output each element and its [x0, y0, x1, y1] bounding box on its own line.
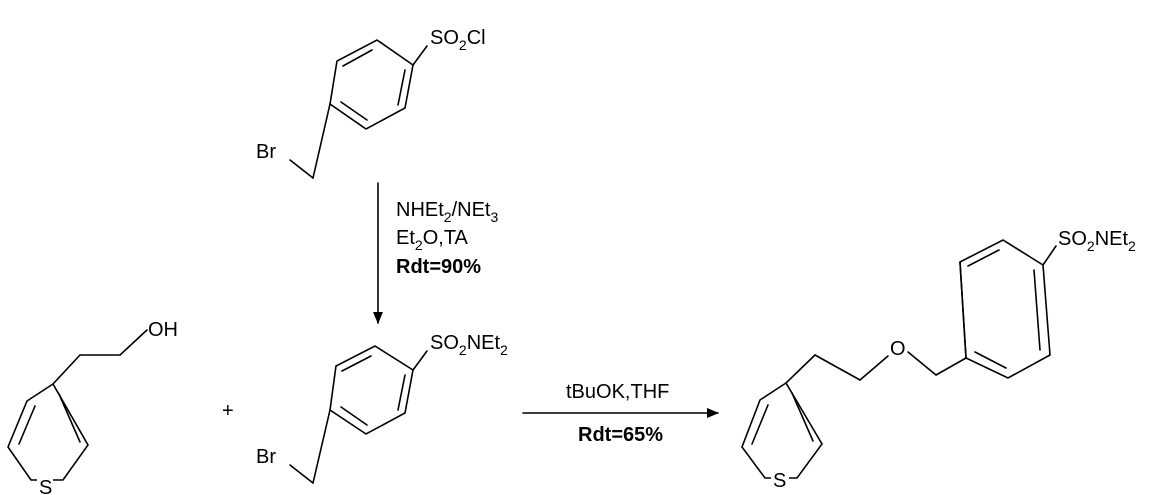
start-benzene-double-bond [397, 69, 406, 106]
intermediate-sulfonyl-label: SO2NEt2 [430, 332, 508, 358]
thiophene-double-bond [58, 393, 81, 443]
product-bond-to-sulfonyl [1042, 245, 1057, 266]
product-bond-ch2-o [859, 355, 889, 381]
product-bond-o-ch2 [907, 351, 937, 376]
product-benzene-double-bond [1033, 269, 1041, 351]
intermediate-molecule: SO2NEt2 Br [256, 332, 508, 484]
intermediate-benzene-double-bond [341, 355, 372, 372]
product-sulfonyl-label: SO2NEt2 [1058, 228, 1136, 254]
product-thiophene-s-label: S [773, 470, 786, 492]
thiophene-ring [7, 382, 89, 481]
step1-reagent-line2: Et2O,TA [396, 227, 469, 253]
product-benzene-double-bond [967, 249, 1000, 267]
start-benzene-double-bond [340, 101, 368, 121]
oh-label: OH [148, 319, 178, 341]
start-br-label: Br [256, 141, 276, 163]
product-o-label: O [890, 338, 906, 360]
intermediate-benzene-double-bond [340, 406, 368, 426]
step2-arrow-group: tBuOK,THF Rdt=65% [522, 381, 719, 446]
start-bond-ch2-br [289, 159, 314, 179]
intermediate-bond-to-sulfonyl [412, 350, 428, 371]
s-label-mask [37, 474, 53, 495]
start-bond-ring-ch2 [312, 103, 331, 179]
step1-arrow-group: NHEt2/NEt3 Et2O,TA Rdt=90% [373, 182, 499, 324]
step1-reagent-line1: NHEt2/NEt3 [396, 199, 499, 225]
intermediate-benzene-ring [329, 345, 414, 435]
product-thiophene-ring [741, 381, 823, 479]
start-molecule: SO2Cl Br [256, 27, 486, 179]
step1-yield: Rdt=90% [396, 256, 481, 278]
intermediate-bond-ch2-br [289, 464, 314, 484]
intermediate-benzene-double-bond [397, 374, 406, 411]
product-benzene-double-bond [974, 351, 1007, 369]
start-bond-to-sulfonyl [412, 45, 428, 66]
plus-sign: + [222, 400, 234, 422]
product-bond-ch2-ring [935, 357, 967, 376]
intermediate-bond-ring-ch2 [312, 409, 331, 484]
start-sulfonyl-label: SO2Cl [430, 27, 486, 53]
product-thiophene-double-bond [791, 392, 814, 442]
product-s-label-mask [771, 466, 789, 490]
bond-ring-ch2 [52, 354, 81, 385]
step2-reagents: tBuOK,THF [566, 381, 669, 403]
start-benzene-ring [329, 39, 414, 130]
intermediate-br-label: Br [256, 446, 276, 468]
product-benzene-ring-fix [959, 261, 967, 359]
start-benzene-double-bond [342, 49, 373, 67]
product-molecule: S O SO2NEt2 [741, 228, 1136, 492]
product-bond-ring-ch2 [785, 354, 816, 384]
step2-yield: Rdt=65% [578, 424, 663, 446]
thiophene-double-bond [18, 405, 36, 445]
bond-ch2-oh [119, 329, 148, 356]
product-bond-ch2-ch2 [814, 354, 861, 381]
product-thiophene-double-bond [751, 404, 769, 445]
thiophene-s-label: S [39, 477, 52, 495]
thiophene-alcohol-molecule: OH S [7, 319, 178, 495]
